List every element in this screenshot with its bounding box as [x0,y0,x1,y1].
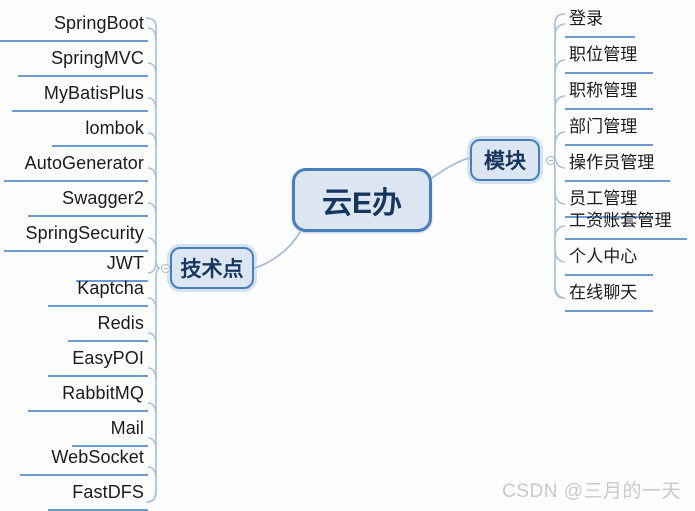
root-node-label: 云E办 [321,187,402,220]
list-item-label: 部门管理 [569,117,638,136]
list-item[interactable]: AutoGenerator [4,148,148,182]
list-item[interactable]: 员工管理 [565,184,653,218]
list-item-label: 员工管理 [569,189,638,208]
list-item-label: RabbitMQ [62,383,144,403]
list-item-label: FastDFS [72,482,144,502]
list-item-label: lombok [85,118,144,138]
list-item-label: Redis [97,313,144,333]
list-item[interactable]: 个人中心 [565,242,653,276]
list-item[interactable]: Redis [68,308,148,342]
list-item-label: 个人中心 [569,247,638,266]
branch-node-label: 技术点 [180,258,244,281]
list-item[interactable]: MyBatisPlus [12,78,148,112]
list-item[interactable]: Swagger2 [28,183,148,217]
list-item[interactable]: 职称管理 [565,76,653,110]
list-item-label: 职位管理 [569,45,638,64]
list-item[interactable]: FastDFS [48,477,148,511]
list-item[interactable]: 工资账套管理 [565,206,687,240]
branch-node-tech[interactable]: 技术点 [170,247,254,289]
list-item[interactable]: SpringMVC [18,43,148,77]
list-item[interactable]: RabbitMQ [28,378,148,412]
list-item-label: 登录 [569,9,604,28]
branch-node-label: 模块 [484,150,526,173]
list-item[interactable]: 职位管理 [565,40,653,74]
list-item[interactable]: lombok [52,113,148,147]
collapse-handle-tech[interactable] [161,264,170,273]
collapse-handle-module[interactable] [546,156,555,165]
list-item-label: SpringMVC [51,48,144,68]
list-item-label: 在线聊天 [569,283,638,302]
list-item[interactable]: SpringSecurity [4,218,148,252]
list-item-label: MyBatisPlus [43,83,144,103]
list-item[interactable]: 部门管理 [565,112,653,146]
list-item[interactable]: WebSocket [20,442,148,476]
list-item-label: JWT [106,253,144,273]
list-item-label: 职称管理 [569,81,638,100]
list-item-label: SpringBoot [53,13,144,33]
list-item-label: Swagger2 [62,188,144,208]
list-item-label: EasyPOI [72,348,144,368]
list-item-label: 操作员管理 [569,153,655,172]
list-item[interactable]: SpringBoot [0,8,148,42]
root-node[interactable]: 云E办 [292,168,432,232]
list-item[interactable]: JWT [76,248,148,282]
list-item-label: SpringSecurity [25,223,144,243]
list-item-label: AutoGenerator [24,153,144,173]
watermark: CSDN @三月的一天 [502,481,681,502]
list-item[interactable]: EasyPOI [48,343,148,377]
list-item-label: WebSocket [51,447,144,467]
list-item[interactable]: 在线聊天 [565,278,653,312]
list-item[interactable]: 登录 [565,4,635,38]
list-item-label: Kaptcha [77,278,144,298]
list-item-label: 工资账套管理 [569,211,672,230]
list-item[interactable]: Mail [72,413,148,447]
branch-node-module[interactable]: 模块 [470,139,540,181]
list-item[interactable]: 操作员管理 [565,148,670,182]
list-item-label: Mail [110,418,144,438]
list-item[interactable]: Kaptcha [48,273,148,307]
